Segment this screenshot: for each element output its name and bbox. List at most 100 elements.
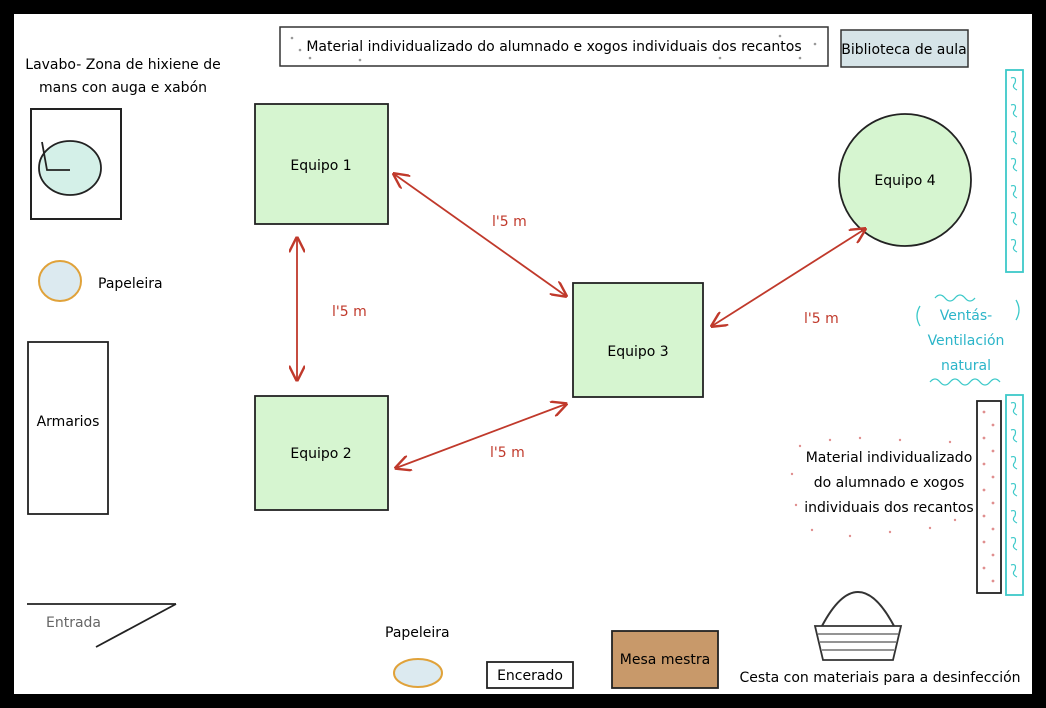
basket-icon [813, 591, 903, 661]
right-material-dots [790, 410, 995, 583]
team-3-label: Equipo 3 [607, 344, 668, 360]
distance-arrows: l'5 m l'5 m l'5 m l'5 m [297, 174, 865, 468]
window-squiggle [1010, 130, 1018, 145]
top-material-dot [798, 56, 802, 60]
team-1: Equipo 1 [254, 103, 389, 225]
window-squiggles [1010, 76, 1018, 578]
top-material-dot [788, 48, 792, 52]
window-squiggle [1010, 157, 1018, 172]
material-dot [848, 534, 852, 538]
bin-left-label: Papeleira [98, 276, 163, 292]
bin-bottom-icon [393, 658, 443, 688]
entrance: Entrada [27, 603, 177, 648]
shelf-dot [991, 501, 995, 505]
ventilation-wave-right [1015, 299, 1020, 321]
sink-label-line2: mans con auga e xabón [39, 80, 207, 96]
basket-label: Cesta con materiais para a desinfección [739, 670, 1020, 686]
window-squiggle [1010, 211, 1018, 226]
top-material-dot [298, 48, 302, 52]
sink [30, 108, 122, 220]
windows-label-line3: natural [941, 358, 991, 374]
right-material-line2: do alumnado e xogos [814, 475, 964, 491]
top-material-area: Material individualizado do alumnado e x… [279, 26, 829, 67]
top-material-dot [358, 58, 362, 62]
material-dot [898, 438, 902, 442]
shelf-dot [991, 449, 995, 453]
arrow-team1-team3 [394, 174, 566, 296]
window-squiggle [1010, 184, 1018, 199]
shelf-dot [982, 410, 986, 414]
shelf-dot [982, 514, 986, 518]
window-top [1005, 69, 1024, 273]
material-dot [858, 436, 862, 440]
board-box [486, 661, 574, 689]
bin-left-icon [38, 260, 82, 302]
top-material-dot [778, 34, 782, 38]
distance-label-2-3: l'5 m [490, 445, 525, 461]
material-dot [828, 438, 832, 442]
shelf-dot [991, 423, 995, 427]
bin-bottom-label: Papeleira [385, 625, 450, 641]
window-squiggle [1010, 428, 1018, 443]
window-squiggle [1010, 509, 1018, 524]
team-4-label: Equipo 4 [874, 173, 935, 189]
window-squiggle [1010, 103, 1018, 118]
basket-weave [818, 633, 898, 651]
top-material-box [279, 26, 829, 67]
top-material-label: Material individualizado do alumnado e x… [306, 39, 801, 55]
windows-label-line2: Ventilación [928, 333, 1005, 349]
board: Encerado [486, 661, 574, 689]
shelf-dot [982, 488, 986, 492]
shelf-dot [991, 527, 995, 531]
ventilation-wave-top [934, 294, 976, 302]
arrow-team3-team4 [712, 229, 865, 326]
windows-label-line1: Ventás- [940, 308, 992, 324]
window-squiggle [1010, 536, 1018, 551]
right-material-area: Material individualizado do alumnado e x… [790, 400, 1002, 594]
entrance-label: Entrada [46, 615, 101, 631]
team-1-label: Equipo 1 [290, 158, 351, 174]
cabinets-label: Armarios [37, 414, 100, 430]
library-area: Biblioteca de aula [840, 29, 969, 68]
teacher-desk-label: Mesa mestra [620, 652, 710, 668]
distance-label-3-4: l'5 m [804, 311, 839, 327]
right-material-line1: Material individualizado [806, 450, 973, 466]
cabinets: Armarios [27, 341, 109, 515]
team-2-label: Equipo 2 [290, 446, 351, 462]
shelf-dot [991, 579, 995, 583]
top-material-dots [290, 34, 817, 62]
window-squiggle [1010, 455, 1018, 470]
team-2: Equipo 2 [254, 395, 389, 511]
distance-label-1-2: l'5 m [332, 304, 367, 320]
shelf-dot [982, 436, 986, 440]
material-dot [888, 530, 892, 534]
teacher-desk: Mesa mestra [611, 630, 719, 689]
team-1-table [254, 103, 389, 225]
distance-label-1-3: l'5 m [492, 214, 527, 230]
top-material-dot [813, 42, 817, 46]
shelf-dot [982, 540, 986, 544]
window-squiggle [1010, 401, 1018, 416]
entrance-door-line [95, 603, 177, 648]
basket-body [813, 625, 903, 661]
material-dot [790, 472, 794, 476]
top-material-dot [718, 56, 722, 60]
window-squiggle [1010, 76, 1018, 91]
library-box [840, 29, 969, 68]
sink-label-line1: Lavabo- Zona de hixiene de [25, 57, 220, 73]
top-material-dot [328, 40, 332, 44]
material-dot [810, 528, 814, 532]
top-material-dot [290, 36, 294, 40]
board-label: Encerado [497, 668, 563, 684]
shelf-dot [982, 462, 986, 466]
classroom-floor [14, 14, 1032, 694]
team-3-table [572, 282, 704, 398]
material-dot [948, 440, 952, 444]
shelf-dot [991, 475, 995, 479]
ventilation-wave-bottom [929, 378, 1001, 386]
material-dot [953, 518, 957, 522]
material-dot [794, 503, 798, 507]
windows: Ventás- Ventilación natural [916, 69, 1024, 596]
cabinets-box [27, 341, 109, 515]
